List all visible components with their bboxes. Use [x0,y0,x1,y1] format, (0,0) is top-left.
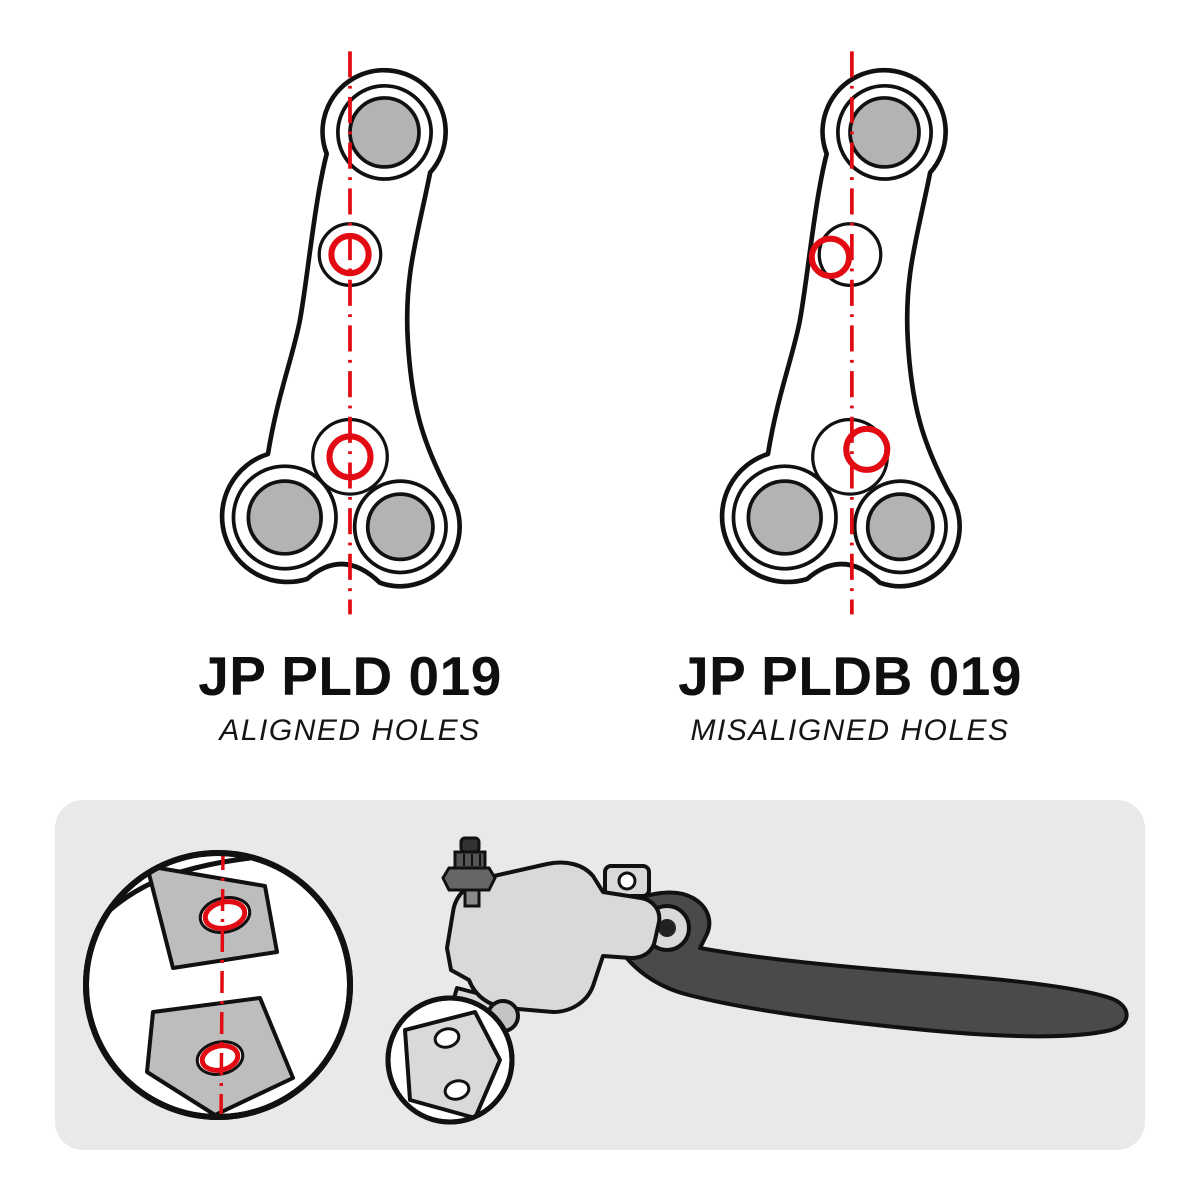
bottom-left-boss [231,464,338,571]
figure-caption: JP PLD 019 ALIGNED HOLES [198,645,502,748]
bottom-left-boss [731,464,838,571]
bottom-right-boss [352,479,448,575]
magnifier-circle [83,850,353,1120]
bracket-silhouette [719,67,962,589]
figure-aligned: JP PLD 019 ALIGNED HOLES [100,42,600,748]
brake-lever-blade [613,890,1129,1039]
figure-title: JP PLDB 019 [678,645,1022,707]
hole-markers-misaligned [808,235,891,473]
bracket-aligned-illustration [219,51,462,615]
figure-title: JP PLD 019 [198,645,502,707]
magnified-centerline [219,853,225,1117]
adjuster-screw [441,836,497,908]
figures-row: JP PLD 019 ALIGNED HOLES [100,42,1100,748]
pivot-bolt [658,919,676,937]
top-boss [836,83,933,181]
lever-assembly-illustration [83,836,1129,1125]
magnified-hole-alignment [86,853,295,1117]
bracket-misaligned-illustration [719,51,962,615]
hole-markers-aligned [326,232,374,481]
figure-caption: JP PLDB 019 MISALIGNED HOLES [678,645,1022,748]
bracket-silhouette [219,67,462,589]
figure-subtitle: ALIGNED HOLES [219,713,481,747]
bracket-detail-circle [385,995,515,1125]
detail-panel [55,800,1145,1150]
figure-subtitle: MISALIGNED HOLES [690,713,1010,747]
top-boss [336,83,433,181]
bottom-right-boss [852,479,948,575]
figure-misaligned: JP PLDB 019 MISALIGNED HOLES [600,42,1100,748]
